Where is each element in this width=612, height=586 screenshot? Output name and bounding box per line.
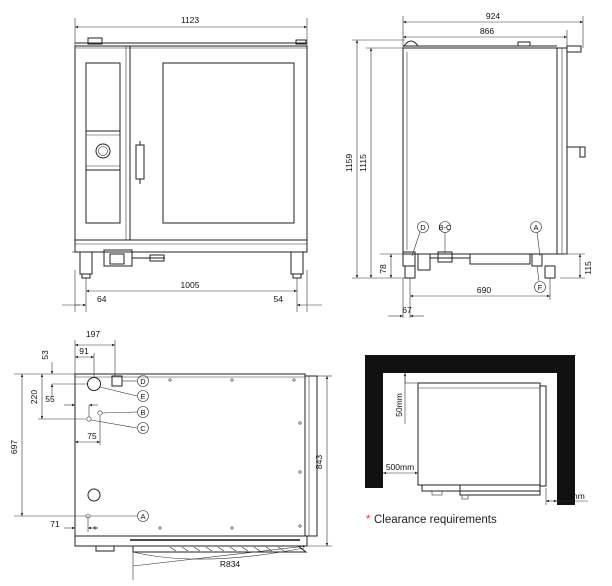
side-callout-d: D	[411, 221, 429, 257]
callout-bc-label: B-C	[439, 223, 453, 232]
dim-label-924: 924	[486, 11, 500, 21]
callout-a-label: A	[533, 223, 538, 232]
plan-point-b-icon	[86, 416, 92, 422]
side-connection-f	[531, 253, 543, 267]
plan-dim-220: 220	[29, 374, 86, 420]
dim-label-1159: 1159	[344, 154, 354, 173]
dim-height-body: 1115	[358, 47, 403, 278]
dim-offsets: 64 54	[62, 270, 322, 312]
dim-label-64: 64	[97, 294, 107, 304]
side-foot-front	[404, 265, 416, 279]
dim-depth-total: 924	[402, 11, 584, 48]
plan-callout-d: D	[122, 375, 149, 387]
clearance-diagram: 50mm 500mm 50mm * Clearance requirements	[365, 355, 588, 526]
plan-dim-91: 91	[75, 346, 95, 378]
side-body	[402, 40, 586, 279]
dim-label-1115: 1115	[358, 154, 368, 172]
plan-callout-e: E	[99, 386, 149, 402]
plan-body	[74, 373, 318, 560]
side-callout-f: F	[534, 265, 546, 293]
front-view: 1123	[62, 15, 322, 312]
dim-label-115: 115	[583, 261, 593, 275]
front-foot-left	[79, 251, 93, 275]
plan-dim-r834: R834	[132, 545, 307, 580]
plan-dim-label-843: 843	[314, 455, 324, 469]
front-foot-right	[290, 251, 304, 275]
plan-point-c-icon	[97, 410, 103, 416]
dim-height-feet-right: 115	[560, 253, 593, 279]
plan-dim-label-697: 697	[9, 440, 19, 454]
clearance-note-star: *	[366, 514, 371, 526]
plan-callout-e-label: E	[140, 392, 145, 401]
plan-dim-75: 75	[75, 416, 101, 445]
side-view: 924 866	[344, 11, 593, 318]
plan-dim-53: 53	[40, 350, 88, 396]
plan-callout-d-label: D	[140, 377, 146, 386]
side-callout-bc: B-C	[439, 221, 453, 253]
dim-depth-body: 866	[403, 26, 568, 48]
dim-label-690: 690	[477, 285, 491, 295]
plan-dim-label-53: 53	[40, 350, 50, 360]
side-handle	[579, 146, 586, 158]
dim-label-866: 866	[480, 26, 494, 36]
plan-callout-a-label: A	[140, 512, 145, 521]
plan-callout-a: A	[90, 510, 149, 522]
clearance-dim-left: 500mm	[383, 462, 418, 475]
plan-outlet-e-icon	[87, 377, 101, 391]
dim-label-1123: 1123	[181, 15, 200, 25]
clearance-label-left: 500mm	[386, 462, 414, 472]
oven-door-window	[162, 62, 295, 224]
side-callout-a: A	[530, 221, 542, 257]
front-body	[72, 37, 308, 279]
clearance-dim-top: 50mm	[394, 373, 418, 424]
plan-dim-label-75: 75	[87, 431, 97, 441]
plan-dim-label-91: 91	[79, 346, 89, 356]
callout-f-label: F	[538, 283, 543, 292]
plan-dim-697: 697	[9, 373, 86, 517]
plan-dim-label-220: 220	[29, 390, 39, 404]
callout-d-label: D	[420, 223, 426, 232]
plan-callout-c: C	[90, 419, 149, 434]
dim-feet-width: 1005	[85, 278, 298, 312]
dim-label-67: 67	[402, 305, 412, 315]
plan-callout-b-label: B	[140, 408, 145, 417]
plan-dim-label-r834: R834	[220, 559, 241, 569]
door-handle	[135, 144, 145, 180]
control-knob-icon	[95, 143, 111, 159]
side-foot-rear	[544, 265, 556, 279]
plan-callout-c-label: C	[140, 424, 146, 433]
dim-offset-front: 67	[388, 278, 424, 318]
plan-dim-55: 55	[45, 394, 98, 416]
dim-label-1005: 1005	[181, 280, 200, 290]
plan-dim-label-55: 55	[45, 394, 55, 404]
dim-height-feet: 78	[378, 253, 403, 278]
dim-width-total: 1123	[74, 15, 308, 46]
plan-view: 197 91 53 220 55 75	[9, 329, 332, 580]
clearance-wall	[365, 355, 575, 505]
clearance-appliance	[417, 382, 541, 486]
plan-callout-b: B	[101, 406, 149, 418]
clearance-dim-right: 50mm	[545, 488, 588, 505]
plan-dim-label-71: 71	[50, 519, 60, 529]
dim-label-54: 54	[274, 294, 284, 304]
plan-dim-843: 843	[307, 375, 332, 547]
dim-label-78: 78	[378, 264, 388, 274]
plan-dim-71: 71	[50, 516, 98, 532]
dim-height-total: 1159	[344, 39, 405, 279]
clearance-label-top: 50mm	[394, 393, 404, 417]
clearance-note: Clearance requirements	[374, 514, 497, 526]
plan-dim-label-197: 197	[86, 329, 100, 339]
plan-outlet-lower-icon	[87, 488, 101, 502]
dim-depth-feet: 690	[409, 278, 551, 318]
control-panel	[85, 62, 121, 224]
clearance-label-right: 50mm	[561, 491, 585, 501]
